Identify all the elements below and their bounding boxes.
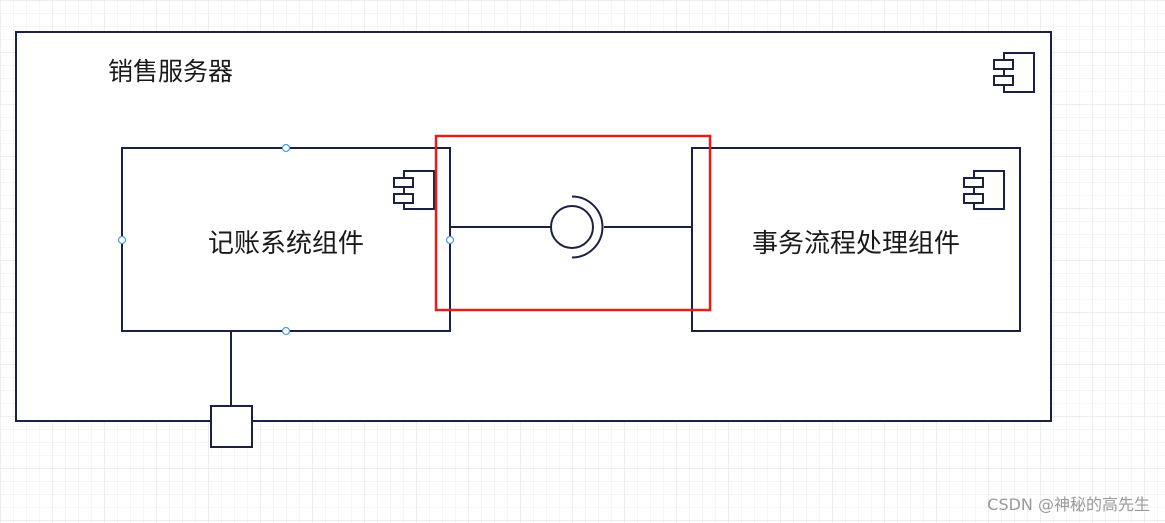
right-component[interactable]: 事务流程处理组件 [691,147,1021,332]
provided-interface-ball[interactable] [550,205,594,249]
left-component[interactable]: 记账系统组件 [117,143,455,336]
component-icon [993,52,1035,93]
handle-bottom[interactable] [281,326,291,336]
interface-connector[interactable] [450,195,692,259]
handle-left[interactable] [117,235,127,245]
handle-top[interactable] [281,143,291,153]
watermark-text: CSDN @神秘的高先生 [987,495,1150,514]
selection-handles[interactable] [117,143,455,336]
handle-right[interactable] [445,235,455,245]
left-component-label: 记账系统组件 [208,229,364,259]
port-square[interactable] [210,405,253,448]
highlight-box [434,134,712,312]
outer-component-label: 销售服务器 [108,57,233,86]
right-component-label: 事务流程处理组件 [752,229,960,259]
port-connector[interactable] [210,331,253,448]
component-icon [963,170,1005,210]
component-icon [393,170,435,210]
required-interface-socket[interactable] [571,195,604,259]
